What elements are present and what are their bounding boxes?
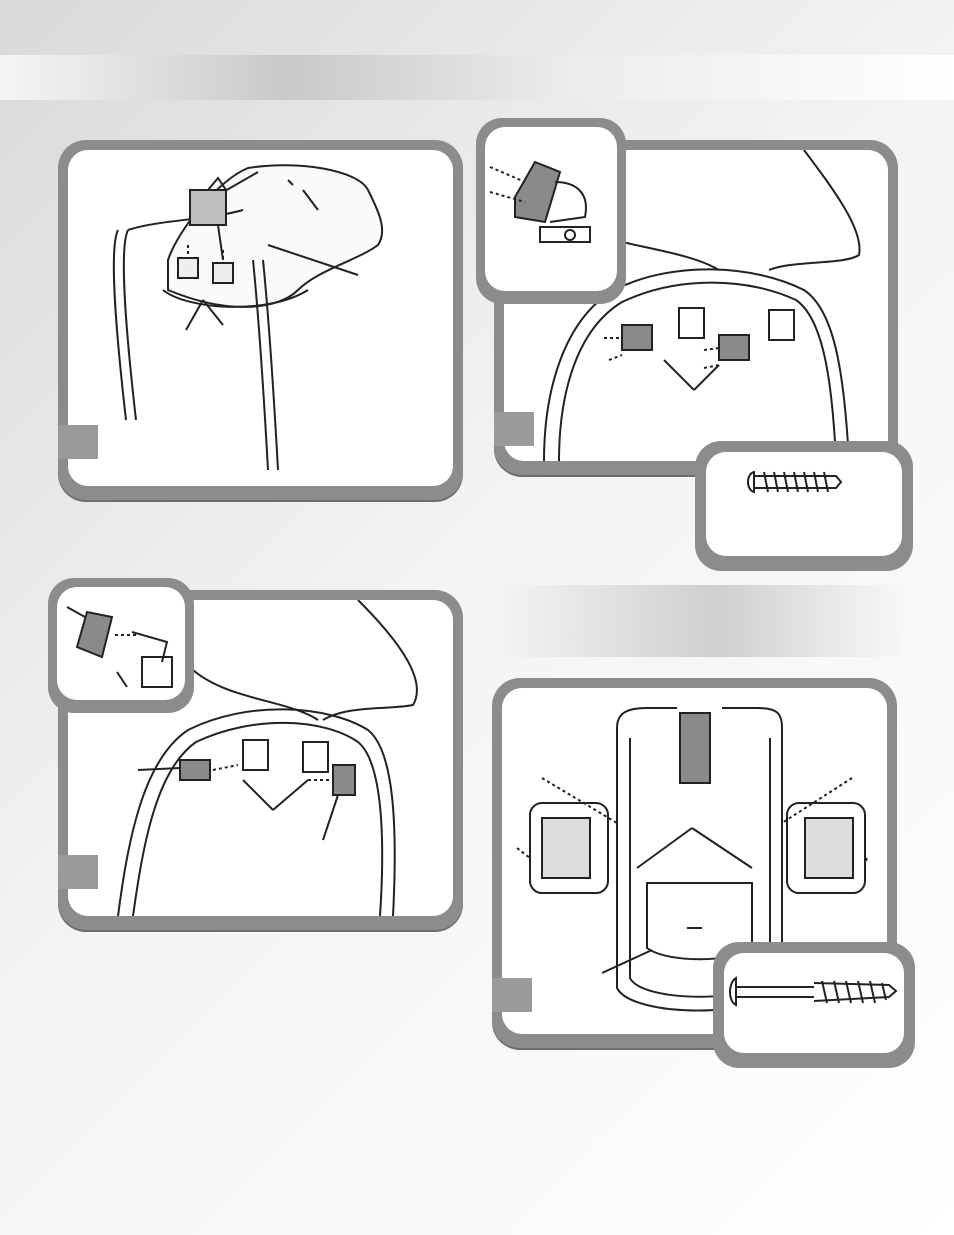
long-screw-inset xyxy=(713,942,915,1068)
step-panel-1 xyxy=(58,140,463,500)
clip-plate-detail-icon xyxy=(57,587,185,700)
step-panel-1-illustration xyxy=(68,150,453,486)
seat-frame-with-clips-icon xyxy=(68,150,453,486)
header-band xyxy=(0,55,954,100)
section-band xyxy=(494,585,900,657)
short-screw-inset-body xyxy=(706,452,902,556)
step-number-tab-2 xyxy=(494,412,534,446)
step-number-tab-3 xyxy=(58,855,98,889)
step-panel-2-detail-inset xyxy=(476,118,626,304)
short-screw-icon xyxy=(706,452,902,556)
long-screw-inset-body xyxy=(724,953,904,1053)
cover-plate-detail-icon xyxy=(485,127,617,291)
step-panel-2-detail-illustration xyxy=(485,127,617,291)
step-panel-3-detail-illustration xyxy=(57,587,185,700)
long-screw-icon xyxy=(724,953,904,1053)
short-screw-inset xyxy=(695,441,913,571)
step-number-tab-4 xyxy=(492,978,532,1012)
step-panel-3-detail-inset xyxy=(48,578,194,713)
step-number-tab-1 xyxy=(58,425,98,459)
